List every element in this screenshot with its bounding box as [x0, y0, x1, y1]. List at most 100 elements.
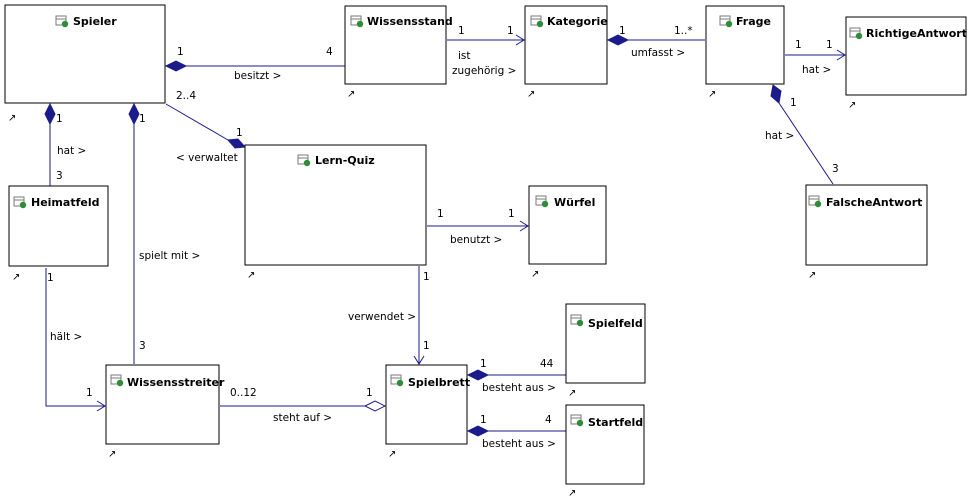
mult-to: 44 — [540, 358, 554, 370]
arrow-head — [519, 220, 529, 232]
mult-from: 1 — [437, 208, 444, 220]
class-name: Wissensstreiter — [127, 376, 225, 389]
class-icon — [55, 15, 69, 28]
collapse-arrow-icon: ↗ — [708, 89, 716, 100]
class-wissensstand[interactable]: Wissensstand ↗ — [344, 5, 453, 100]
class-kategorie[interactable]: Kategorie ↗ — [524, 5, 608, 100]
class-icon — [808, 195, 822, 208]
class-wissensstreiter[interactable]: Wissensstreiter ↗ — [105, 364, 225, 460]
collapse-arrow-icon: ↗ — [527, 89, 535, 100]
class-name: Startfeld — [588, 416, 643, 429]
assoc-verwendet[interactable]: 1 1 verwendet > — [348, 266, 430, 365]
mult-to: 4 — [326, 46, 333, 58]
class-spieler[interactable]: Spieler ↗ — [4, 4, 166, 124]
class-spielfeld[interactable]: Spielfeld ↗ — [565, 303, 646, 399]
assoc-verwaltet[interactable]: 2..4 1 < verwaltet — [165, 90, 247, 164]
collapse-arrow-icon: ↗ — [8, 113, 16, 124]
class-name: Spielfeld — [588, 317, 643, 330]
assoc-benutzt[interactable]: 1 1 benutzt > — [427, 208, 529, 246]
arrow-head — [836, 49, 846, 61]
class-name: Würfel — [554, 196, 595, 209]
class-startfeld[interactable]: Startfeld ↗ — [565, 404, 645, 498]
assoc-hat-heimat[interactable]: 1 3 hat > — [44, 102, 86, 186]
class-name: RichtigeAntwort — [866, 27, 967, 40]
assoc-haelt[interactable]: 1 1 hält > — [45, 268, 106, 412]
mult-from: 0..12 — [230, 387, 257, 399]
class-spielbrett[interactable]: Spielbrett ↗ — [385, 364, 470, 460]
arrow-head — [96, 400, 106, 412]
assoc-zugehoerig[interactable]: 1 1 ist zugehörig > — [447, 25, 525, 77]
mult-from: 1 — [458, 25, 465, 37]
class-name: FalscheAntwort — [826, 196, 922, 209]
mult-to: 1 — [366, 387, 373, 399]
mult-from: 1 — [47, 272, 54, 284]
class-richtigeantwort[interactable]: RichtigeAntwort ↗ — [845, 16, 967, 111]
collapse-arrow-icon: ↗ — [108, 449, 116, 460]
assoc-besitzt[interactable]: 1 4 besitzt > — [164, 46, 345, 82]
class-icon — [297, 154, 311, 167]
assoc-label: besteht aus > — [482, 382, 556, 394]
assoc-hat-falsch[interactable]: 1 3 hat > — [765, 84, 839, 185]
class-icon — [570, 314, 584, 327]
mult-from: 1 — [795, 39, 802, 51]
mult-to: 3 — [56, 170, 63, 182]
collapse-arrow-icon: ↗ — [531, 269, 539, 280]
assoc-label: < verwaltet — [176, 152, 238, 164]
assoc-label-line2: zugehörig > — [452, 65, 516, 77]
mult-from: 1 — [480, 358, 487, 370]
class-name: Wissensstand — [367, 15, 453, 28]
composition-diamond — [606, 34, 630, 46]
class-icon — [530, 15, 544, 28]
class-icon — [719, 15, 733, 28]
class-icon — [849, 27, 863, 40]
assoc-label: hat > — [57, 145, 86, 157]
class-icon — [350, 15, 364, 28]
arrow-head — [413, 355, 425, 365]
class-lernquiz[interactable]: Lern-Quiz ↗ — [244, 144, 427, 281]
class-wuerfel[interactable]: Würfel ↗ — [528, 185, 607, 280]
assoc-besteht-spielfeld[interactable]: 1 44 besteht aus > — [466, 358, 566, 394]
mult-from: 1 — [619, 25, 626, 37]
class-icon — [570, 414, 584, 427]
class-name: Spielbrett — [408, 376, 470, 389]
composition-diamond — [128, 102, 140, 126]
collapse-arrow-icon: ↗ — [247, 270, 255, 281]
mult-to: 4 — [545, 414, 552, 426]
assoc-label: hält > — [50, 331, 82, 343]
mult-from: 1 — [480, 414, 487, 426]
mult-to: 3 — [139, 340, 146, 352]
assoc-besteht-startfeld[interactable]: 1 4 besteht aus > — [466, 414, 566, 450]
arrow-head — [515, 34, 525, 46]
class-falscheantwort[interactable]: FalscheAntwort ↗ — [805, 184, 928, 281]
mult-from: 1 — [236, 127, 243, 139]
class-icon — [110, 374, 124, 387]
mult-to: 1 — [423, 340, 430, 352]
collapse-arrow-icon: ↗ — [848, 100, 856, 111]
class-name: Kategorie — [547, 15, 608, 28]
class-heimatfeld[interactable]: Heimatfeld ↗ — [8, 185, 109, 283]
assoc-umfasst[interactable]: 1 1..* umfasst > — [606, 25, 705, 59]
collapse-arrow-icon: ↗ — [808, 270, 816, 281]
composition-diamond — [44, 102, 56, 126]
class-name: Lern-Quiz — [315, 154, 375, 167]
collapse-arrow-icon: ↗ — [388, 449, 396, 460]
mult-to: 2..4 — [176, 90, 196, 102]
class-name: Frage — [736, 15, 771, 28]
composition-diamond — [164, 60, 188, 72]
mult-from: 1 — [177, 46, 184, 58]
class-icon — [390, 374, 404, 387]
class-frage[interactable]: Frage ↗ — [705, 5, 785, 100]
assoc-label: steht auf > — [273, 412, 332, 424]
assoc-hat-richtig[interactable]: 1 1 hat > — [785, 39, 846, 76]
mult-to: 1 — [86, 387, 93, 399]
assoc-spielt-mit[interactable]: 1 3 spielt mit > — [128, 102, 200, 364]
collapse-arrow-icon: ↗ — [347, 89, 355, 100]
collapse-arrow-icon: ↗ — [568, 488, 576, 498]
assoc-steht-auf[interactable]: 0..12 1 steht auf > — [220, 387, 387, 424]
mult-to: 1..* — [674, 25, 693, 37]
mult-to: 1 — [507, 25, 514, 37]
mult-from: 1 — [790, 97, 797, 109]
composition-diamond — [466, 425, 490, 437]
mult-to: 1 — [508, 208, 515, 220]
